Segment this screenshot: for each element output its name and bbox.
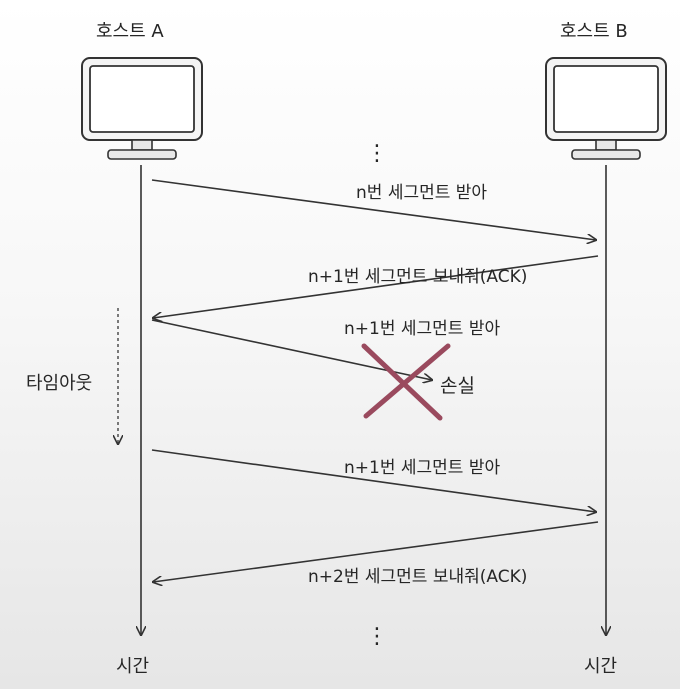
ellipsis-bottom: ⋮ <box>366 624 388 649</box>
message-label-3: n+1번 세그먼트 받아 <box>344 319 501 339</box>
message-label-5: n+2번 세그먼트 보내줘(ACK) <box>308 567 528 587</box>
message-label-2: n+1번 세그먼트 보내줘(ACK) <box>308 267 528 287</box>
lost-x-mark <box>361 343 451 421</box>
host-b-label: 호스트 B <box>560 21 628 42</box>
timeout-label: 타임아웃 <box>26 373 93 394</box>
message-label-4: n+1번 세그먼트 받아 <box>344 458 501 478</box>
message-label-1: n번 세그먼트 받아 <box>356 183 488 203</box>
message-arrow-3-lost <box>151 319 432 380</box>
message-arrow-1 <box>151 179 596 240</box>
host-b-time-label: 시간 <box>584 656 618 677</box>
host-b-monitor-icon <box>545 57 667 160</box>
host-a-label: 호스트 A <box>96 21 164 42</box>
ellipsis-top: ⋮ <box>366 141 388 166</box>
host-a-monitor-icon <box>81 57 203 160</box>
message-arrow-4 <box>151 449 596 512</box>
lost-label: 손실 <box>440 375 475 397</box>
message-arrow-2 <box>153 255 599 318</box>
host-a-time-label: 시간 <box>116 656 150 677</box>
message-arrow-5 <box>153 521 599 582</box>
